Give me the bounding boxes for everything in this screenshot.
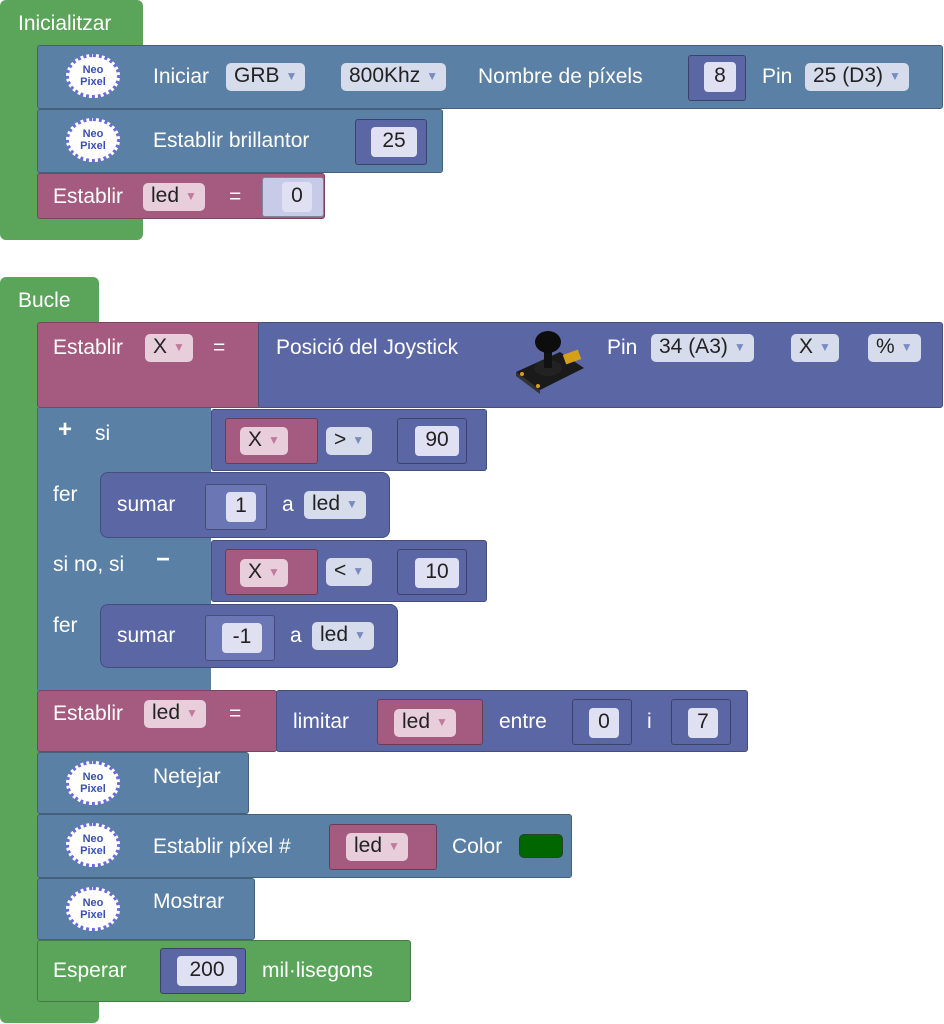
set-x-label: Establir	[53, 336, 124, 359]
dropdown-arrow-icon: ▼	[889, 69, 901, 83]
dropdown-arrow-icon: ▼	[819, 340, 831, 354]
else-if-label: si no, si	[53, 553, 125, 576]
wait-unit-label: mil·lisegons	[262, 959, 373, 982]
pixel-count-input[interactable]: 8	[704, 62, 736, 92]
constrain-label: limitar	[293, 710, 349, 733]
to-label-2: a	[290, 624, 302, 647]
show-label: Mostrar	[153, 890, 225, 913]
joystick-label: Posició del Joystick	[276, 336, 459, 359]
pin-dropdown[interactable]: 25 (D3)▼	[805, 63, 909, 91]
joystick-axis-dropdown[interactable]: X▼	[791, 334, 839, 362]
pin-label: Pin	[762, 65, 793, 88]
joystick-position-block[interactable]	[258, 322, 943, 408]
x-variable-dropdown[interactable]: X▼	[145, 334, 193, 362]
led-dropdown-1[interactable]: led▼	[304, 491, 366, 519]
threshold-input-1[interactable]: 90	[415, 426, 459, 456]
if-plus-button[interactable]: +	[58, 416, 73, 443]
led-var-dropdown-3[interactable]: led▼	[144, 700, 206, 728]
equals-label: =	[229, 702, 242, 725]
dropdown-arrow-icon: ▼	[354, 628, 366, 642]
dropdown-arrow-icon: ▼	[173, 340, 185, 354]
dropdown-arrow-icon: ▼	[388, 839, 400, 853]
do-label-1: fer	[53, 483, 78, 506]
add-value-input-2[interactable]: -1	[222, 623, 262, 653]
joystick-unit-dropdown[interactable]: %▼	[868, 334, 921, 362]
init-hat-label: Inicialitzar	[18, 12, 112, 35]
if-label: si	[95, 422, 111, 445]
dropdown-arrow-icon: ▼	[900, 340, 913, 354]
brightness-input[interactable]: 25	[371, 127, 417, 157]
brightness-label: Establir brillantor	[153, 129, 310, 152]
dropdown-arrow-icon: ▼	[346, 497, 358, 511]
led-initial-input[interactable]: 0	[282, 182, 312, 212]
frequency-dropdown[interactable]: 800Khz▼	[341, 63, 447, 91]
dropdown-arrow-icon: ▼	[352, 433, 365, 447]
add-value-socket-1	[205, 484, 267, 530]
and-label: i	[647, 710, 652, 733]
add-value-input-1[interactable]: 1	[226, 492, 256, 522]
else-if-minus-button[interactable]: −	[156, 546, 171, 573]
low-bound-input[interactable]: 0	[589, 708, 619, 738]
led-var-dropdown-5[interactable]: led▼	[346, 833, 408, 861]
set-pixel-label: Establir píxel #	[153, 835, 291, 858]
wait-label: Esperar	[53, 959, 127, 982]
pixel-type-dropdown[interactable]: GRB▼	[226, 63, 306, 91]
led-dropdown-2[interactable]: led▼	[312, 622, 374, 650]
dropdown-arrow-icon: ▼	[352, 564, 365, 578]
led-variable-dropdown[interactable]: led▼	[143, 183, 205, 211]
do-label-2: fer	[53, 614, 78, 637]
dropdown-arrow-icon: ▼	[733, 340, 746, 354]
add-label-2: sumar	[117, 624, 176, 647]
color-label: Color	[452, 835, 503, 858]
dropdown-arrow-icon: ▼	[268, 433, 280, 447]
color-swatch[interactable]	[519, 834, 563, 858]
high-bound-input[interactable]: 7	[688, 708, 718, 738]
dropdown-arrow-icon: ▼	[426, 69, 439, 83]
equals-label: =	[229, 185, 242, 208]
x-var-dropdown-1[interactable]: X▼	[240, 427, 288, 455]
neopixel-init-label: Iniciar	[153, 65, 210, 88]
clear-label: Netejar	[153, 765, 221, 788]
to-label-1: a	[282, 493, 294, 516]
between-label: entre	[499, 710, 547, 733]
equals-label: =	[213, 336, 226, 359]
dropdown-arrow-icon: ▼	[436, 715, 448, 729]
joystick-pin-dropdown[interactable]: 34 (A3)▼	[651, 334, 754, 362]
set-led-label: Establir	[53, 185, 124, 208]
loop-hat-label: Bucle	[18, 289, 71, 312]
neopixel-set-pixel-block[interactable]	[37, 814, 572, 878]
dropdown-arrow-icon: ▼	[285, 69, 298, 83]
led-var-dropdown-4[interactable]: led▼	[394, 709, 456, 737]
dropdown-arrow-icon: ▼	[186, 706, 198, 720]
x-var-dropdown-2[interactable]: X▼	[240, 559, 288, 587]
joystick-icon	[516, 331, 584, 394]
wait-value-input[interactable]: 200	[177, 956, 237, 986]
dropdown-arrow-icon: ▼	[185, 189, 197, 203]
operator-dropdown-2[interactable]: <▼	[326, 558, 373, 586]
threshold-input-2[interactable]: 10	[415, 558, 459, 588]
set-led-constrain-label: Establir	[53, 702, 124, 725]
constrain-block[interactable]	[276, 690, 748, 752]
joystick-pin-label: Pin	[607, 336, 638, 359]
operator-dropdown-1[interactable]: >▼	[326, 427, 373, 455]
neopixel-init-block[interactable]	[37, 45, 943, 109]
pixel-count-label: Nombre de píxels	[478, 65, 643, 88]
dropdown-arrow-icon: ▼	[268, 565, 280, 579]
add-label-1: sumar	[117, 493, 176, 516]
